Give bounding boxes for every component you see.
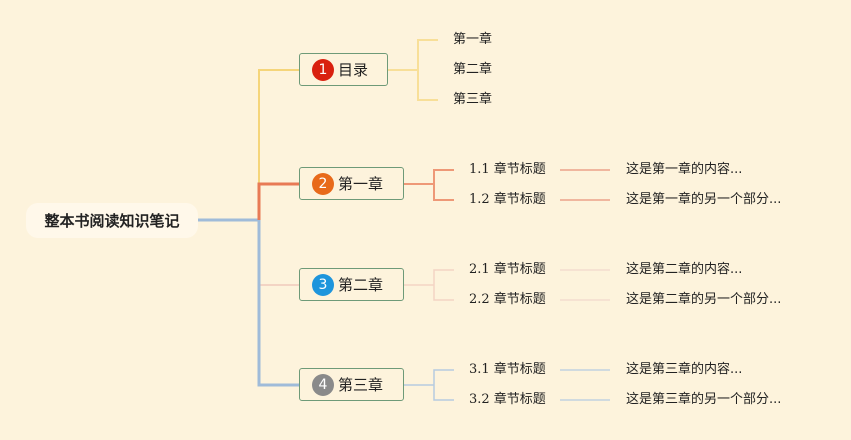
subtopic-node[interactable]: 第三章 [453,92,493,107]
subtopic-node[interactable]: 第一章 [453,32,493,47]
topic-label: 第一章 [338,175,384,193]
section-content-node[interactable]: 这是第二章的另一个部分... [626,292,782,307]
topic-label: 第三章 [338,376,384,394]
number-2-icon: 2 [312,172,334,195]
root-label: 整本书阅读知识笔记 [44,212,180,230]
subtopic-node[interactable]: 第二章 [453,62,493,77]
topic-node-toc[interactable]: 1 目录 [299,53,388,86]
root-node[interactable]: 整本书阅读知识笔记 [26,203,198,238]
topic-label: 目录 [338,61,369,79]
topic-node-chapter-1[interactable]: 2 第一章 [299,167,404,200]
number-4-icon: 4 [312,373,334,396]
topic-label: 第二章 [338,276,384,294]
section-content-node[interactable]: 这是第三章的另一个部分... [626,392,782,407]
section-content-node[interactable]: 这是第二章的内容... [626,262,743,277]
section-content-node[interactable]: 这是第一章的另一个部分... [626,192,782,207]
section-title-node[interactable]: 2.1 章节标题 [469,262,546,277]
number-1-icon: 1 [312,58,334,81]
section-content-node[interactable]: 这是第一章的内容... [626,162,743,177]
section-title-node[interactable]: 2.2 章节标题 [469,292,546,307]
section-title-node[interactable]: 1.1 章节标题 [469,162,546,177]
topic-node-chapter-3[interactable]: 4 第三章 [299,368,404,401]
section-title-node[interactable]: 3.1 章节标题 [469,362,546,377]
section-title-node[interactable]: 3.2 章节标题 [469,392,546,407]
section-title-node[interactable]: 1.2 章节标题 [469,192,546,207]
number-3-icon: 3 [312,273,334,296]
section-content-node[interactable]: 这是第三章的内容... [626,362,743,377]
topic-node-chapter-2[interactable]: 3 第二章 [299,268,404,301]
